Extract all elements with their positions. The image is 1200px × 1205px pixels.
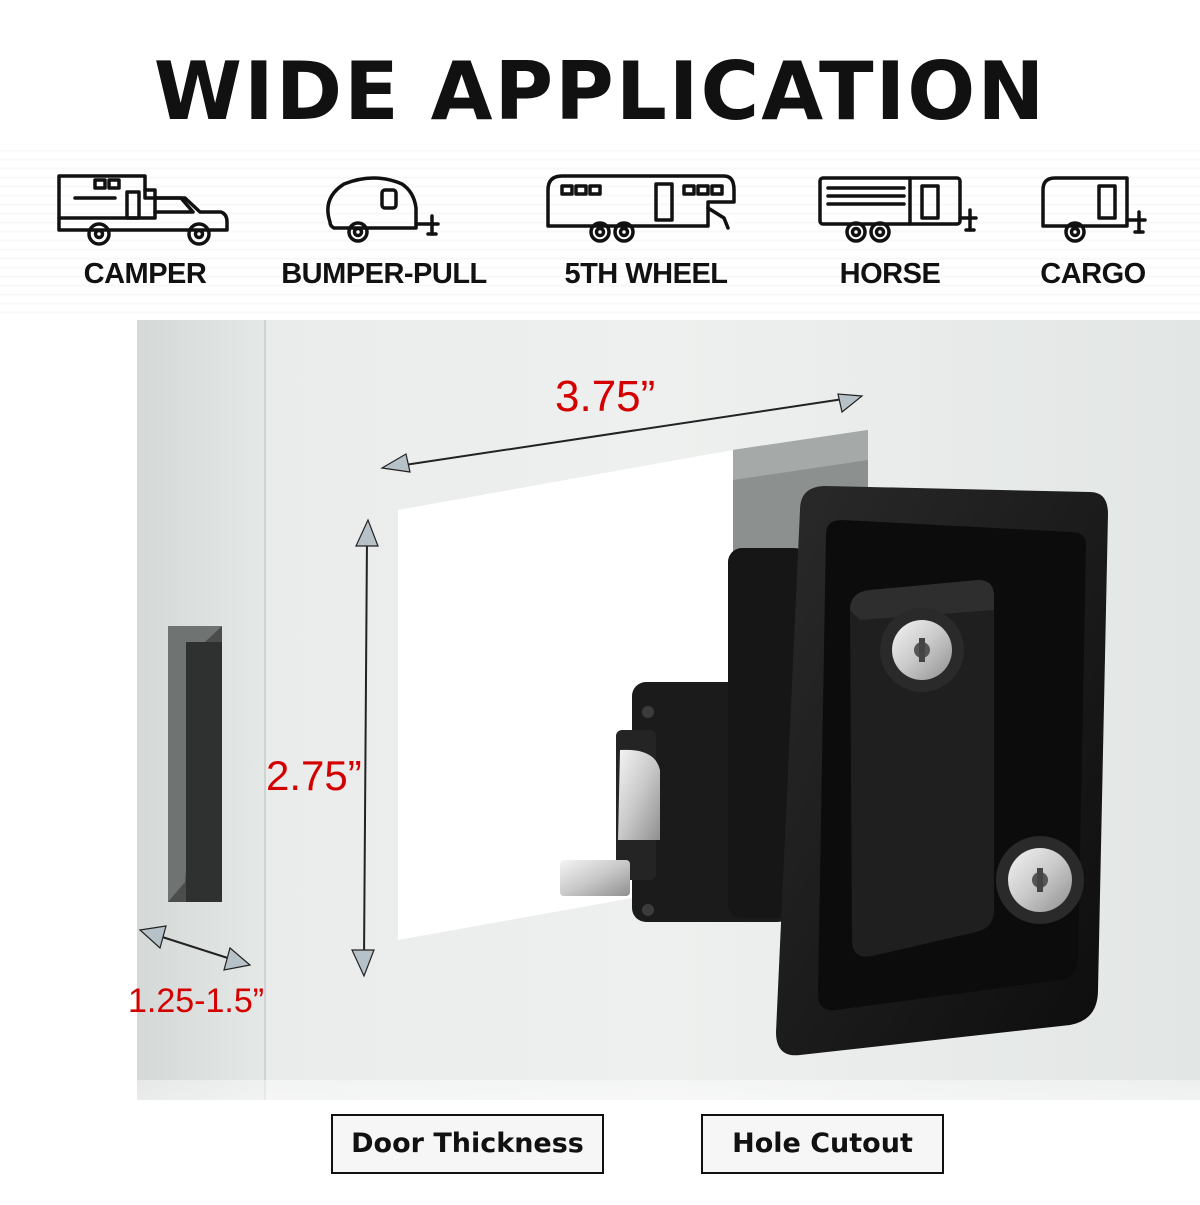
latch-bolt (618, 749, 660, 840)
application-5th-wheel: 5TH WHEEL (536, 168, 756, 308)
hole-cutout-caption: Hole Cutout (701, 1114, 944, 1174)
application-label: 5TH WHEEL (564, 258, 728, 290)
application-label: BUMPER-PULL (281, 258, 487, 290)
cargo-trailer-icon (1041, 176, 1147, 243)
fifth-wheel-trailer-icon (546, 174, 736, 243)
width-dimension-label: 3.75” (555, 372, 656, 421)
application-horse: HORSE (780, 168, 1000, 308)
height-dimension-arrow (363, 537, 368, 961)
width-dimension-arrow (397, 397, 851, 467)
horse-trailer-icon (818, 176, 978, 243)
door-thickness-caption: Door Thickness (331, 1114, 604, 1174)
product-scene (0, 320, 1200, 1200)
application-cargo: CARGO (983, 168, 1200, 308)
teardrop-trailer-icon (326, 176, 440, 243)
thickness-dimension-label: 1.25-1.5” (128, 982, 265, 1020)
application-camper: CAMPER (35, 168, 255, 308)
application-label: HORSE (839, 258, 941, 290)
height-dimension-label: 2.75” (266, 752, 362, 799)
application-label: CAMPER (83, 258, 207, 290)
application-label: CARGO (1040, 258, 1146, 290)
truck-camper-icon (57, 174, 229, 246)
application-bumper-pull: BUMPER-PULL (274, 168, 494, 308)
page-title: WIDE APPLICATION (153, 45, 1047, 138)
lock-install-illustration (0, 320, 1200, 1200)
deadbolt (560, 860, 630, 896)
thickness-dimension-arrow (155, 934, 235, 961)
paddle-handle (850, 580, 994, 957)
